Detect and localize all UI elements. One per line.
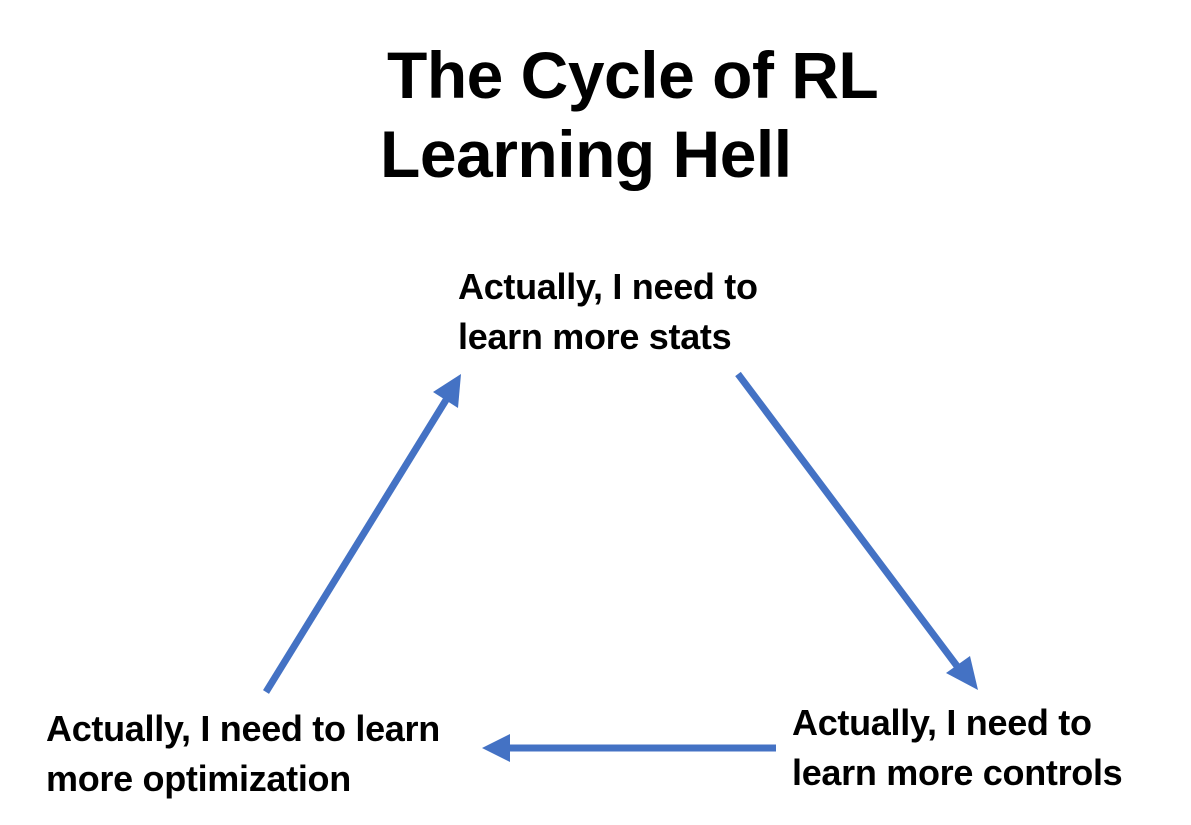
node-learn-controls: Actually, I need to learn more controls [792, 698, 1123, 798]
node-learn-stats-line-2: learn more stats [458, 316, 732, 357]
title-line-1: The Cycle of RL [387, 38, 879, 112]
diagram-title: The Cycle of RL Learning Hell [380, 36, 879, 194]
node-learn-controls-line-1: Actually, I need to [792, 702, 1092, 743]
node-learn-optimization-line-2: more optimization [46, 758, 351, 799]
arrow-controls-to-optimization-head [482, 734, 510, 762]
node-learn-optimization-line-1: Actually, I need to learn [46, 708, 440, 749]
node-learn-controls-line-2: learn more controls [792, 752, 1123, 793]
arrow-optimization-to-stats [263, 398, 449, 694]
arrow-optimization-to-stats-head [433, 374, 461, 408]
title-line-2: Learning Hell [380, 117, 792, 192]
arrow-stats-to-controls-head [946, 656, 978, 690]
node-learn-stats: Actually, I need to learn more stats [458, 262, 758, 362]
arrow-stats-to-controls [735, 371, 963, 673]
node-learn-stats-line-1: Actually, I need to [458, 266, 758, 307]
node-learn-optimization: Actually, I need to learn more optimizat… [46, 704, 440, 804]
